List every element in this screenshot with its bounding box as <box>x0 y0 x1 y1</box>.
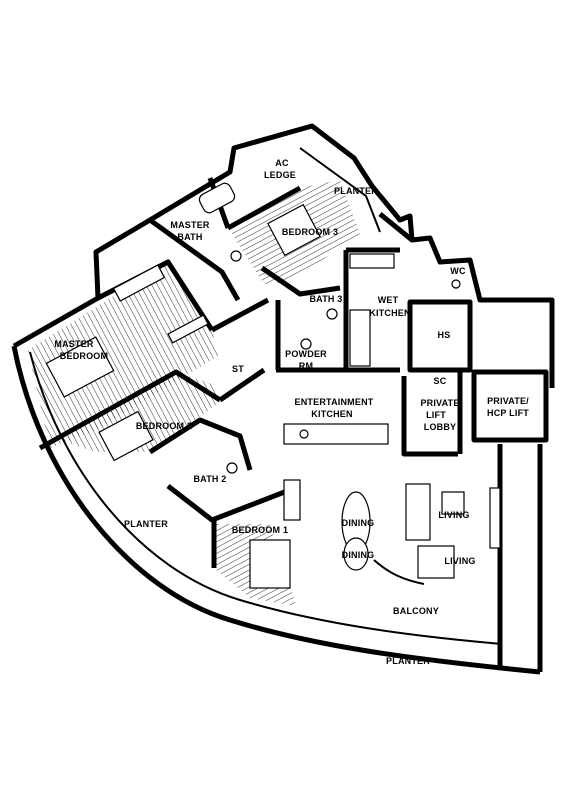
exterior-walls <box>11 123 555 675</box>
private-lift-lobby-label-2: LIFT <box>426 410 446 420</box>
powder-rm-label: POWDER <box>285 349 327 359</box>
bath-2-label: BATH 2 <box>193 474 226 484</box>
balcony-label: BALCONY <box>393 606 439 616</box>
hs-label: HS <box>438 330 451 340</box>
planter-bottom-label: PLANTER <box>386 656 430 666</box>
wet-kitchen-label: WET <box>378 295 399 305</box>
bedroom-3-label: BEDROOM 3 <box>282 227 338 237</box>
sc-label: SC <box>434 376 447 386</box>
master-bedroom-label: MASTER <box>54 339 93 349</box>
bath-3-label: BATH 3 <box>309 294 342 304</box>
private-hcp-lift-label-2: HCP LIFT <box>487 408 529 418</box>
st-label: ST <box>232 364 244 374</box>
master-bedroom-label-2: BEDROOM <box>60 351 108 361</box>
powder-rm-label-2: RM <box>299 361 313 371</box>
planter-left-label: PLANTER <box>124 519 168 529</box>
living-label: LIVING <box>438 510 469 520</box>
planter-top-label: PLANTER <box>334 186 378 196</box>
private-lift-lobby-label: PRIVATE <box>420 398 459 408</box>
dining-label: DINING <box>342 518 375 528</box>
master-bath-label: MASTER <box>170 220 209 230</box>
bedroom-2-label: BEDROOM 2 <box>136 421 192 431</box>
master-bedroom-floor <box>28 262 218 448</box>
master-bath-label-2: BATH <box>177 232 202 242</box>
furniture <box>45 182 501 589</box>
wet-kitchen-label-2: KITCHEN <box>369 308 410 318</box>
ac-ledge-label: AC <box>275 158 289 168</box>
living-label-2: LIVING <box>444 556 475 566</box>
bedroom-1-label: BEDROOM 1 <box>232 525 288 535</box>
entertainment-kitchen-label-2: KITCHEN <box>311 409 352 419</box>
entertainment-kitchen-label: ENTERTAINMENT <box>295 397 374 407</box>
private-hcp-lift-label: PRIVATE/ <box>487 396 529 406</box>
dining-label-2: DINING <box>342 550 375 560</box>
wc-label: WC <box>450 266 466 276</box>
ac-ledge-label-2: LEDGE <box>264 170 296 180</box>
private-lift-lobby-label-3: LOBBY <box>424 422 457 432</box>
